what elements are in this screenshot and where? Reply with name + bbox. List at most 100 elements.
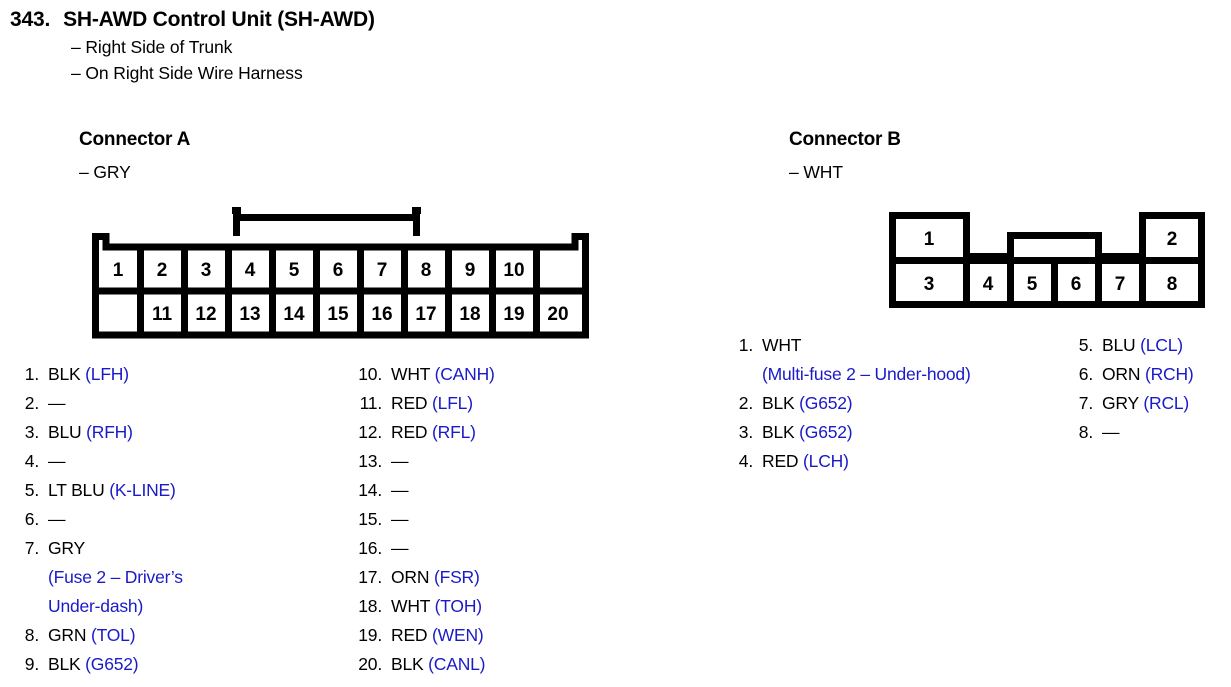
pin-row: 8.— [1071, 418, 1231, 447]
pin-detail: RED (LFL) [391, 389, 652, 418]
pin-number: 7. [24, 538, 39, 558]
pin-number: 13. [358, 451, 382, 471]
pin-detail: BLU (RFH) [48, 418, 317, 447]
pin-signal-name: (K-LINE) [109, 480, 176, 500]
pin-wire-color: GRY [1102, 393, 1139, 413]
pin-detail: LT BLU (K-LINE) [48, 476, 317, 505]
pin-empty-dash: — [391, 509, 409, 529]
conn-a-pin-15: 15 [327, 304, 349, 325]
pin-number: 1. [738, 335, 753, 355]
pin-row: 4. RED (LCH) [731, 447, 1061, 476]
pin-signal-name: (RCH) [1144, 364, 1194, 384]
pin-detail: BLK (G652) [762, 389, 1061, 418]
pin-wire-color: ORN [1102, 364, 1141, 384]
pin-number: 3. [24, 422, 39, 442]
pin-signal-name: (TOL) [90, 625, 136, 645]
pin-row: 2. BLK (G652) [731, 389, 1061, 418]
pin-empty-dash: — [48, 393, 66, 413]
pin-signal-name: (G652) [85, 654, 139, 674]
pin-signal-name: (RFL) [432, 422, 476, 442]
conn-a-pin-19: 19 [503, 304, 524, 325]
conn-a-pin-20: 20 [547, 304, 568, 325]
pin-wire-color: WHT [762, 335, 802, 355]
conn-a-pin-14: 14 [283, 304, 305, 325]
pin-empty-dash: — [48, 451, 66, 471]
pin-detail: RED (LCH) [762, 447, 1061, 476]
pin-wire-color: GRY [48, 538, 86, 558]
pin-empty-dash: — [391, 538, 409, 558]
pin-row: 7.GRY (RCL) [1071, 389, 1231, 418]
pin-signal-name: (CANL) [428, 654, 486, 674]
pin-row: 1. WHT (Multi-fuse 2 – Under-hood) [731, 331, 1061, 389]
conn-a-pin-17: 17 [415, 304, 436, 325]
pin-row: 18.WHT (TOH) [352, 592, 652, 621]
conn-b-pin-2: 2 [1167, 229, 1178, 250]
pin-detail: ORN (RCH) [1102, 360, 1231, 389]
pin-signal-name: (LFH) [85, 364, 129, 384]
pin-row: 5.BLU (LCL) [1071, 331, 1231, 360]
pin-number: 11. [359, 393, 383, 413]
pin-number: 19. [358, 625, 382, 645]
pin-signal-name: (Fuse 2 – Driver’s [48, 567, 183, 587]
pin-wire-color: RED [391, 393, 428, 413]
pin-number: 2. [738, 393, 753, 413]
pin-wire-color: ORN [391, 567, 430, 587]
conn-a-pin-2: 2 [157, 260, 168, 281]
pin-number: 3. [738, 422, 753, 442]
pin-row: 9.BLK (G652) [17, 650, 317, 679]
connector-b-pinlist-right: 5.BLU (LCL)6.ORN (RCH)7.GRY (RCL)8.— [1071, 331, 1231, 447]
pin-row: 3. BLU (RFH) [17, 418, 317, 447]
pin-row: 13. — [352, 447, 652, 476]
pin-wire-color: GRN [48, 625, 87, 645]
pin-detail: GRY (RCL) [1102, 389, 1231, 418]
pin-number: 4. [738, 451, 753, 471]
pin-detail: WHT (CANH) [391, 360, 652, 389]
pin-signal-name: (LCH) [803, 451, 849, 471]
pin-row: 5. LT BLU (K-LINE) [17, 476, 317, 505]
conn-a-pin-5: 5 [289, 260, 300, 281]
pin-detail: — [391, 505, 652, 534]
pin-detail: WHT (TOH) [391, 592, 652, 621]
pin-detail: BLK (G652) [762, 418, 1061, 447]
pin-number: 20. [358, 654, 382, 674]
pin-row: 8.GRN (TOL) [17, 621, 317, 650]
pin-number: 5. [24, 480, 39, 500]
conn-a-pin-7: 7 [377, 260, 388, 281]
pin-signal-name: (Multi-fuse 2 – Under-hood) [762, 364, 971, 384]
conn-b-pin-5: 5 [1027, 274, 1038, 295]
conn-b-pin-6: 6 [1071, 274, 1082, 295]
connector-b-color: – WHT [789, 162, 843, 182]
pin-wire-color: LT BLU [48, 480, 105, 500]
conn-a-pin-18: 18 [459, 304, 480, 325]
pin-signal-name: (FSR) [433, 567, 480, 587]
pin-row: 12.RED (RFL) [352, 418, 652, 447]
pin-row: 19.RED (WEN) [352, 621, 652, 650]
pin-number: 16. [358, 538, 382, 558]
pin-signal-name: (RFH) [86, 422, 133, 442]
pin-number: 6. [1078, 364, 1093, 384]
pin-detail: BLK (LFH) [48, 360, 317, 389]
pin-row: 4.— [17, 447, 317, 476]
conn-a-pin-13: 13 [239, 304, 260, 325]
connector-b-diagram: 1 2 3 4 5 6 7 8 [889, 212, 1205, 308]
pin-row: 10.WHT (CANH) [352, 360, 652, 389]
pin-number: 2. [24, 393, 39, 413]
pin-row: 3. BLK (G652) [731, 418, 1061, 447]
pin-wire-color: BLU [1102, 335, 1136, 355]
conn-b-pin-1: 1 [924, 229, 935, 250]
pin-row: 15.— [352, 505, 652, 534]
pin-number: 12. [358, 422, 382, 442]
pin-detail: — [48, 505, 317, 534]
pin-detail: — [1102, 418, 1231, 447]
pin-detail: WHT (Multi-fuse 2 – Under-hood) [762, 331, 1061, 389]
pin-detail: — [391, 534, 652, 563]
pin-detail: — [391, 447, 652, 476]
connector-b-pinlist-left: 1. WHT (Multi-fuse 2 – Under-hood) 2. BLK (G… [731, 331, 1061, 476]
pin-signal-name: (LFL) [432, 393, 473, 413]
pin-detail: — [391, 476, 652, 505]
pin-row: 17.ORN (FSR) [352, 563, 652, 592]
conn-a-pin-3: 3 [201, 260, 212, 281]
pin-empty-dash: — [391, 451, 409, 471]
